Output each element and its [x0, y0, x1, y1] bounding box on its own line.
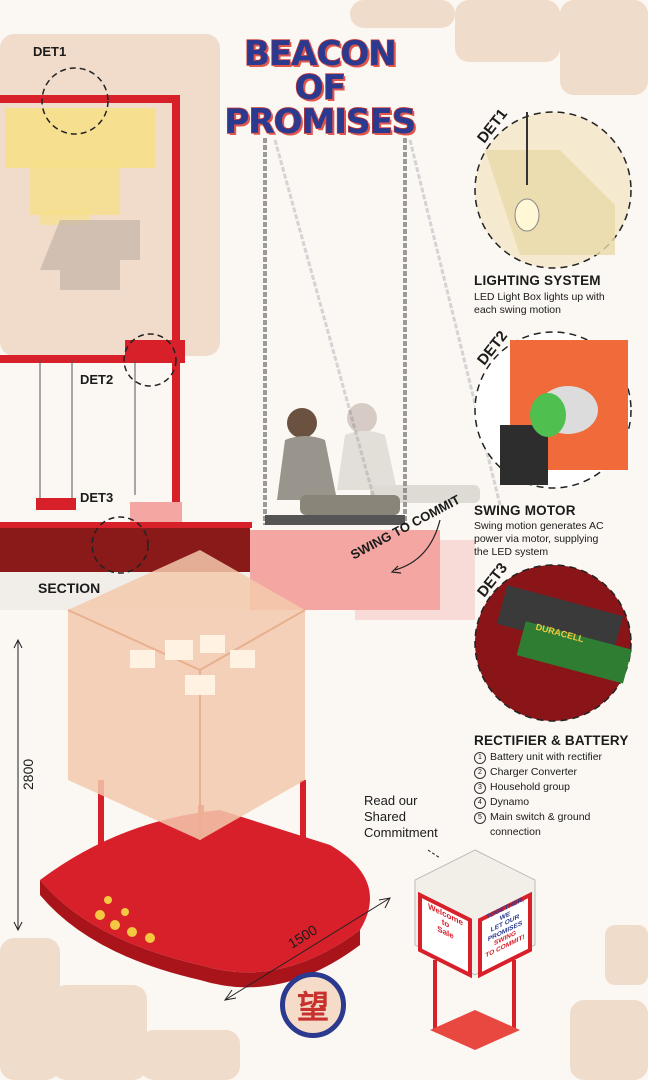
- commitment-callout: Read our Shared Commitment: [364, 793, 438, 841]
- legend-num: 1: [474, 752, 486, 764]
- legend-text: Dynamo: [490, 796, 530, 808]
- detail-bubbles: [474, 111, 633, 722]
- plan-label-det3: DET3: [80, 490, 114, 505]
- commitment-sign: [414, 849, 536, 1050]
- legend-item: 4 Dynamo: [474, 795, 644, 810]
- seated-person: [265, 408, 405, 525]
- desc-motor-line-2: power via motor, supplying: [474, 533, 599, 545]
- plan-label-section: SECTION: [38, 580, 101, 596]
- legend-item: 5 Main switch & ground connection: [474, 810, 644, 840]
- legend-text: Main switch & ground connection: [490, 811, 591, 838]
- plan-label-det1: DET1: [33, 44, 67, 59]
- title-line-2: OF: [294, 67, 347, 109]
- callout-line-3: Commitment: [364, 825, 438, 840]
- desc-motor-line-1: Swing motion generates AC: [474, 520, 604, 532]
- legend-text: Charger Converter: [490, 766, 577, 778]
- legend-item: 2 Charger Converter: [474, 765, 644, 780]
- legend-num: 4: [474, 797, 486, 809]
- rectifier-legend: 1 Battery unit with rectifier 2 Charger Co…: [474, 750, 644, 840]
- plan-label-det2: DET2: [80, 372, 114, 387]
- desc-lighting-line-1: LED Light Box lights up with: [474, 291, 605, 303]
- seal-emblem: 望: [280, 972, 346, 1038]
- led-glow: [5, 108, 155, 225]
- dimension-lines: [13, 638, 441, 1001]
- heading-rectifier-battery: RECTIFIER & BATTERY: [474, 733, 629, 748]
- legend-text: Household group: [490, 781, 570, 793]
- legend-item: 1 Battery unit with rectifier: [474, 750, 644, 765]
- title-line-1: BEACON: [243, 33, 397, 75]
- title-line-3: PROMISES: [224, 101, 417, 143]
- pavilion: [40, 550, 370, 988]
- ghost-person: [337, 403, 480, 503]
- legend-num: 5: [474, 812, 486, 824]
- legend-text: Battery unit with rectifier: [490, 751, 603, 763]
- heading-swing-motor: SWING MOTOR: [474, 503, 576, 518]
- heading-lighting-system: LIGHTING SYSTEM: [474, 273, 601, 288]
- legend-item: 3 Household group: [474, 780, 644, 795]
- desc-motor-line-3: the LED system: [474, 546, 549, 558]
- callout-line-2: Shared: [364, 809, 406, 824]
- legend-num: 3: [474, 782, 486, 794]
- dimension-height: 2800: [20, 758, 36, 790]
- desc-lighting-line-2: each swing motion: [474, 304, 561, 316]
- legend-num: 2: [474, 767, 486, 779]
- callout-line-1: Read our: [364, 793, 418, 808]
